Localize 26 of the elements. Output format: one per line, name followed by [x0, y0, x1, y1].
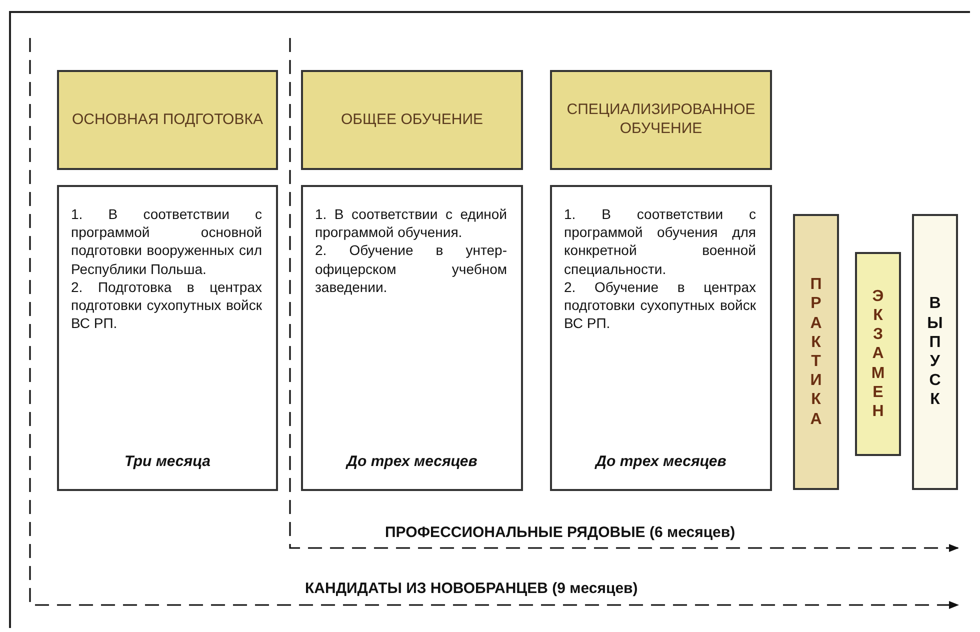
description-text: 2. Подготовка в центрах подготовки сухопутных войск ВС РП.: [71, 278, 262, 332]
vertical-label: ЭКЗАМЕН: [870, 286, 886, 422]
duration-text: До трех месяцев: [344, 452, 478, 471]
description-text: 1. В соответствии с программой обучения для конкретной военной специальности.: [564, 205, 756, 278]
stage-bar: [793, 214, 839, 490]
stage-description-box: [301, 185, 523, 491]
description-text: 1. В соответствии с единой программой обучения.: [315, 205, 507, 242]
stage-description-box: [550, 185, 772, 491]
duration-text: До трех месяцев: [594, 452, 728, 471]
header-text: СПЕЦИАЛИЗИРОВАННОЕ ОБУЧЕНИЕ: [566, 101, 756, 139]
description-text: 2. Обучение в унтер-офицерском учебном заведении.: [315, 241, 507, 296]
stage-header-box: [301, 70, 523, 170]
stage-bar: [855, 252, 901, 456]
duration-text: Три месяца: [124, 452, 212, 471]
stage-header-box: [57, 70, 278, 170]
timeline-label: ПРОФЕССИОНАЛЬНЫЕ РЯДОВЫЕ (6 месяцев): [385, 524, 736, 541]
description-text: 2. Обучение в центрах подготовки сухопутных войск ВС РП.: [564, 278, 756, 332]
timeline-label: КАНДИДАТЫ ИЗ НОВОБРАНЦЕВ (9 месяцев): [305, 580, 638, 597]
vertical-label: ПРАКТИКА: [809, 275, 823, 429]
stage-header-box: [550, 70, 772, 170]
header-text: ОБЩЕЕ ОБУЧЕНИЕ: [340, 110, 484, 130]
header-text: ОСНОВНАЯ ПОДГОТОВКА: [72, 110, 263, 130]
description-text: 1. В соответствии с программой основной подготовки вооруженных сил Республики Польша.: [71, 205, 262, 278]
stage-bar: [912, 214, 958, 490]
stage-description-box: [57, 185, 278, 491]
vertical-label: ВЫПУСК: [927, 294, 943, 410]
